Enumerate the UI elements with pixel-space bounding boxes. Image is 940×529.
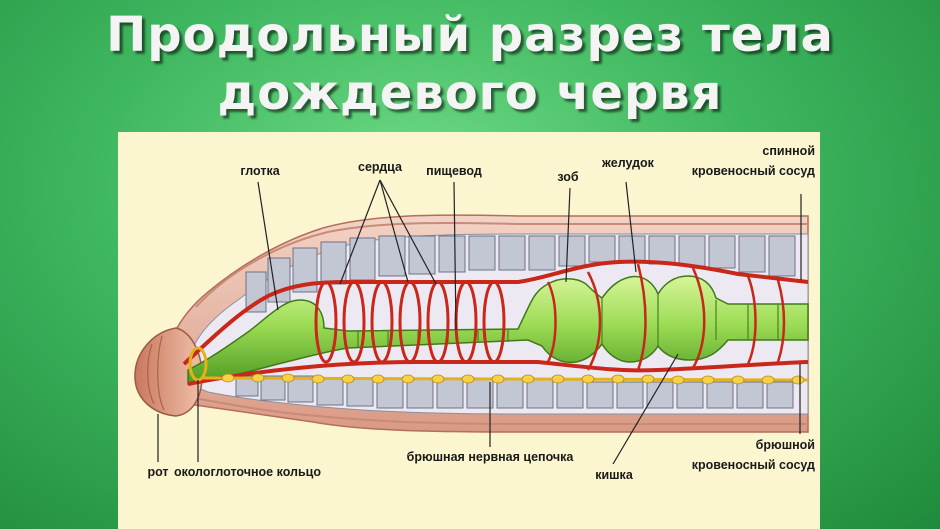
label-ventral-vessel-line1: брюшной [755, 438, 815, 452]
label-ventral-vessel-line2: кровеносный сосуд [691, 458, 815, 472]
worm-section-diagram [134, 179, 809, 465]
title-line-1: Продольный разрез тела [106, 7, 834, 63]
leader-pharynx [257, 181, 279, 311]
label-dorsal-vessel-line2: кровеносный сосуд [691, 164, 815, 178]
leader-hearts-2 [379, 179, 409, 283]
slide-title: Продольный разрез тела дождевого червя [0, 6, 940, 122]
ventral-vessel [187, 360, 809, 386]
label-mouth: рот [147, 465, 169, 479]
leader-stomach [625, 181, 637, 273]
label-nerve-cord: брюшная нервная цепочка [406, 450, 574, 464]
label-hearts: сердца [358, 160, 402, 174]
heart-loops [314, 280, 506, 364]
leader-crop [565, 187, 571, 283]
leader-esophagus [453, 181, 457, 331]
title-line-2: дождевого червя [217, 65, 723, 121]
label-dorsal-vessel-line1: спинной [762, 144, 815, 158]
leader-hearts-3 [379, 179, 437, 285]
diagram-panel: глотка сердца пищевод зоб желудок спинно… [118, 132, 820, 529]
dorsal-vessel [182, 259, 809, 366]
leader-hearts-1 [339, 179, 381, 285]
vessel-branches [546, 263, 786, 371]
label-nerve-ring: окологлоточное кольцо [174, 465, 321, 479]
leader-lines [157, 179, 802, 465]
mouth-prostomium [134, 327, 203, 417]
leader-intestine [612, 353, 679, 465]
nerve-ganglia [221, 373, 805, 385]
body-wall-stripe-top [195, 221, 808, 308]
label-intestine: кишка [595, 468, 633, 482]
label-crop: зоб [557, 170, 579, 184]
label-esophagus: пищевод [426, 164, 482, 178]
segments-upper [245, 235, 796, 313]
label-stomach: желудок [602, 156, 654, 170]
body-wall-stripe-bottom [187, 396, 808, 425]
label-pharynx: глотка [240, 164, 280, 178]
